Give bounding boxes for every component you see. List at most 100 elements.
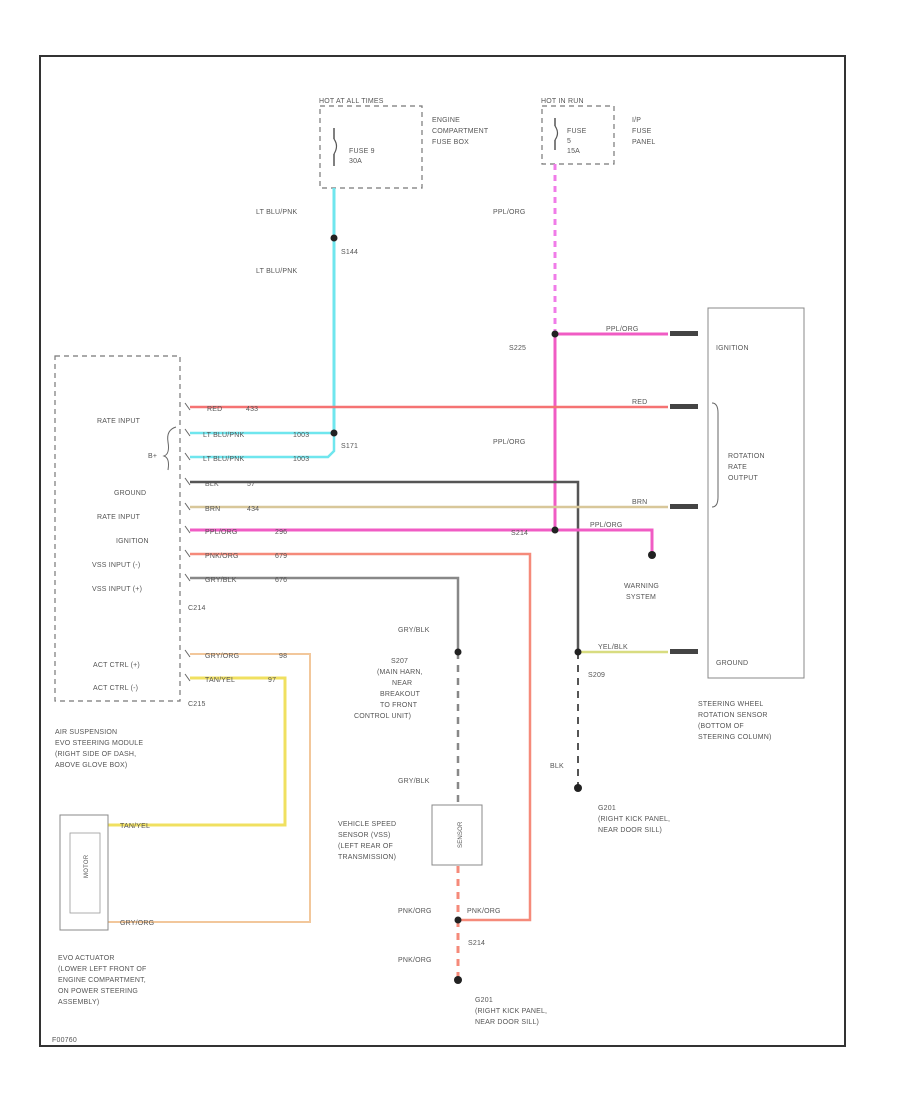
sensor-pin-rate: RATE bbox=[728, 464, 747, 471]
actuator-box bbox=[59, 814, 109, 931]
splice-s144-label: S144 bbox=[341, 249, 358, 256]
vss-title-2: SENSOR (VSS) bbox=[338, 832, 391, 839]
fuse-9-location-1: ENGINE bbox=[432, 117, 460, 124]
mcircuit-lt1: 1003 bbox=[293, 432, 309, 439]
splice-s207-label: S207 bbox=[391, 658, 408, 665]
fuse-5-box: HOT IN RUN FUSE 5 15A I/P FUSE PANEL bbox=[541, 98, 655, 165]
label-red-sensor: RED bbox=[632, 399, 647, 406]
sensor-pin-rotation: ROTATION bbox=[728, 453, 765, 460]
sensor-title-2: ROTATION SENSOR bbox=[698, 712, 768, 719]
mlabel-brn: BRN bbox=[205, 506, 220, 513]
module-pin-vss-minus: VSS INPUT (-) bbox=[92, 562, 140, 569]
fuse-5-location-1: I/P bbox=[632, 117, 641, 124]
mcircuit-brn: 434 bbox=[247, 506, 259, 513]
vss-title-3: (LEFT REAR OF bbox=[338, 843, 393, 850]
splice-s209-label: S209 bbox=[588, 672, 605, 679]
mlabel-pnk: PNK/ORG bbox=[205, 553, 239, 560]
module-pin-rate-input-1: RATE INPUT bbox=[97, 418, 141, 425]
actuator-title-4: ON POWER STEERING bbox=[58, 988, 138, 995]
mcircuit-pnk: 679 bbox=[275, 553, 287, 560]
vss-box bbox=[431, 804, 483, 866]
actuator-title-5: ASSEMBLY) bbox=[58, 999, 99, 1006]
module-pins: RATE INPUT B+ GROUND RATE INPUT IGNITION… bbox=[92, 418, 206, 708]
mcircuit-gry: 676 bbox=[275, 577, 287, 584]
label-pnk-org-3: PNK/ORG bbox=[467, 908, 501, 915]
splice-s207-dot bbox=[454, 648, 462, 656]
mcircuit-lt2: 1003 bbox=[293, 456, 309, 463]
sensor-title-1: STEERING WHEEL bbox=[698, 701, 763, 708]
splice-s225-dot bbox=[551, 330, 559, 338]
label-brn-sensor: BRN bbox=[632, 499, 647, 506]
sensor-pin-ignition: IGNITION bbox=[716, 345, 749, 352]
wire-gry-org-act bbox=[108, 653, 311, 923]
label-gry-blk-2: GRY/BLK bbox=[398, 778, 430, 785]
splice-s209-dot bbox=[574, 648, 582, 656]
label-yel-blk-sensor: YEL/BLK bbox=[598, 644, 628, 651]
sensor-title-4: STEERING COLUMN) bbox=[698, 734, 772, 741]
vss-title-1: VEHICLE SPEED bbox=[338, 821, 396, 828]
fuse-5-header: HOT IN RUN bbox=[541, 98, 584, 105]
mcircuit-red: 433 bbox=[246, 406, 258, 413]
wire-pnk-org-vss bbox=[190, 552, 532, 922]
label-ppl-org-sensor: PPL/ORG bbox=[606, 326, 639, 333]
module-title-4: ABOVE GLOVE BOX) bbox=[55, 762, 127, 769]
g201a-note-2: NEAR DOOR SILL) bbox=[598, 827, 662, 834]
label-lt-blu-pnk-1: LT BLU/PNK bbox=[256, 209, 298, 216]
fuse-5-location-2: FUSE bbox=[632, 128, 652, 135]
s207-note-4: TO FRONT bbox=[380, 702, 418, 709]
mcircuit-blk: 57 bbox=[247, 481, 255, 488]
module-title-2: EVO STEERING MODULE bbox=[55, 740, 143, 747]
fuse-9-location-3: FUSE BOX bbox=[432, 139, 469, 146]
label-ppl-org-2: PPL/ORG bbox=[493, 439, 526, 446]
actuator-title-2: (LOWER LEFT FRONT OF bbox=[58, 966, 147, 973]
splice-pnk-dot bbox=[454, 916, 462, 924]
g201b-note-1: (RIGHT KICK PANEL, bbox=[475, 1008, 547, 1015]
s207-note-1: (MAIN HARN, bbox=[377, 669, 423, 676]
ground-g201-blk-dot bbox=[574, 784, 582, 792]
wire-lt-blu-pnk-b2 bbox=[190, 433, 336, 459]
module-pin-act-plus: ACT CTRL (+) bbox=[93, 662, 140, 669]
module-connector-c215: C215 bbox=[188, 701, 206, 708]
label-gry-blk-1: GRY/BLK bbox=[398, 627, 430, 634]
mlabel-lt1: LT BLU/PNK bbox=[203, 432, 245, 439]
actuator-title-3: ENGINE COMPARTMENT, bbox=[58, 977, 146, 984]
s207-note-5: CONTROL UNIT) bbox=[354, 713, 411, 720]
splice-s225-label: S225 bbox=[509, 345, 526, 352]
module-pin-vss-plus: VSS INPUT (+) bbox=[92, 586, 142, 593]
g201a-label: G201 bbox=[598, 805, 616, 812]
module-pin-b-plus: B+ bbox=[148, 453, 157, 460]
vss-title-4: TRANSMISSION) bbox=[338, 854, 396, 861]
ground-g201-pnk-dot bbox=[454, 976, 462, 984]
fuse-5-label: FUSE bbox=[567, 128, 587, 135]
sensor-connector-terminals bbox=[670, 331, 698, 654]
warning-system-label-2: SYSTEM bbox=[626, 594, 656, 601]
fuse-5-number: 5 bbox=[567, 138, 571, 145]
module-pin-rate-input-2: RATE INPUT bbox=[97, 514, 141, 521]
splice-s171-dot bbox=[330, 429, 338, 437]
fuse-9-location-2: COMPARTMENT bbox=[432, 128, 489, 135]
warning-system-dot bbox=[648, 551, 656, 559]
mlabel-gryorg: GRY/ORG bbox=[205, 653, 239, 660]
actuator-title-1: EVO ACTUATOR bbox=[58, 955, 115, 962]
mlabel-blk: BLK bbox=[205, 481, 219, 488]
sensor-pin-output: OUTPUT bbox=[728, 475, 759, 482]
b-plus-bracket bbox=[162, 426, 177, 471]
sensor-title-3: (BOTTOM OF bbox=[698, 723, 744, 730]
actuator-inner-label: MOTOR bbox=[84, 854, 90, 878]
fuse-5-rating: 15A bbox=[567, 148, 580, 155]
splice-s214b-label: S214 bbox=[468, 940, 485, 947]
wire-blk-ground bbox=[190, 480, 580, 652]
g201b-note-2: NEAR DOOR SILL) bbox=[475, 1019, 539, 1026]
act-label-gryorg: GRY/ORG bbox=[120, 920, 154, 927]
mlabel-lt2: LT BLU/PNK bbox=[203, 456, 245, 463]
steering-sensor-box bbox=[707, 307, 805, 679]
label-ppl-org-warning: PPL/ORG bbox=[590, 522, 623, 529]
module-pin-act-minus: ACT CTRL (-) bbox=[93, 685, 138, 692]
wire-ppl-org-warning bbox=[555, 528, 654, 553]
g201a-note-1: (RIGHT KICK PANEL, bbox=[598, 816, 670, 823]
mlabel-red: RED bbox=[207, 406, 222, 413]
fuse-5-location-3: PANEL bbox=[632, 139, 655, 146]
module-pin-ignition: IGNITION bbox=[116, 538, 149, 545]
module-title-3: (RIGHT SIDE OF DASH, bbox=[55, 751, 136, 758]
module-connector-c214: C214 bbox=[188, 605, 206, 612]
